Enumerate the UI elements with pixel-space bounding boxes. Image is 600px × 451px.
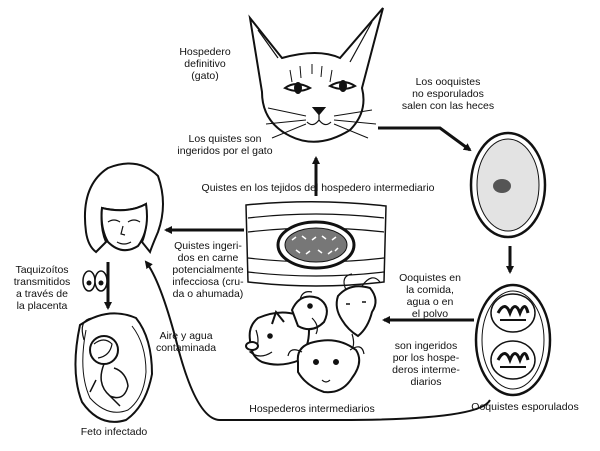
unsporulated-oocyst-icon bbox=[469, 131, 547, 239]
tachyzoite-icon bbox=[82, 270, 108, 292]
tachyzoites-label: Taquizoítos transmitidos a través de la … bbox=[13, 264, 71, 312]
cysts-ingested-by-cat-label: Los quistes son ingeridos por el gato bbox=[177, 133, 273, 157]
tissue-cysts-label: Quistes en los tejidos del hospedero int… bbox=[201, 182, 435, 194]
cat-head-icon bbox=[248, 7, 384, 143]
intermediate-hosts-label: Hospederos intermediarios bbox=[249, 403, 375, 415]
air-water-label: Aire y agua contaminada bbox=[155, 330, 217, 354]
ingested-by-hosts-label: son ingeridos por los hospe- deros inter… bbox=[392, 340, 460, 388]
oocysts-in-food-label: Ooquistes en la comida, agua o en el pol… bbox=[399, 272, 461, 320]
arrow-oocyst-to-woman bbox=[144, 260, 491, 421]
woman-icon bbox=[84, 162, 164, 255]
cysts-in-meat-label: Quistes ingeri- dos en carne potencialme… bbox=[172, 240, 244, 300]
definitive-host-label: Hospedero definitivo (gato) bbox=[179, 46, 231, 82]
infected-fetus-label: Feto infectado bbox=[80, 426, 148, 438]
infected-fetus-icon bbox=[74, 312, 154, 423]
oocysts-unsporulated-label: Los ooquistes no esporulados salen con l… bbox=[401, 76, 495, 112]
tissue-cyst-icon bbox=[245, 201, 387, 287]
cycle-arrows bbox=[104, 126, 514, 421]
intermediate-hosts-icon bbox=[245, 273, 381, 394]
arrow-cat-to-oocyst bbox=[378, 126, 472, 152]
sporulated-oocyst-icon bbox=[474, 283, 552, 397]
sporulated-oocysts-label: Ooquistes esporulados bbox=[471, 401, 579, 413]
